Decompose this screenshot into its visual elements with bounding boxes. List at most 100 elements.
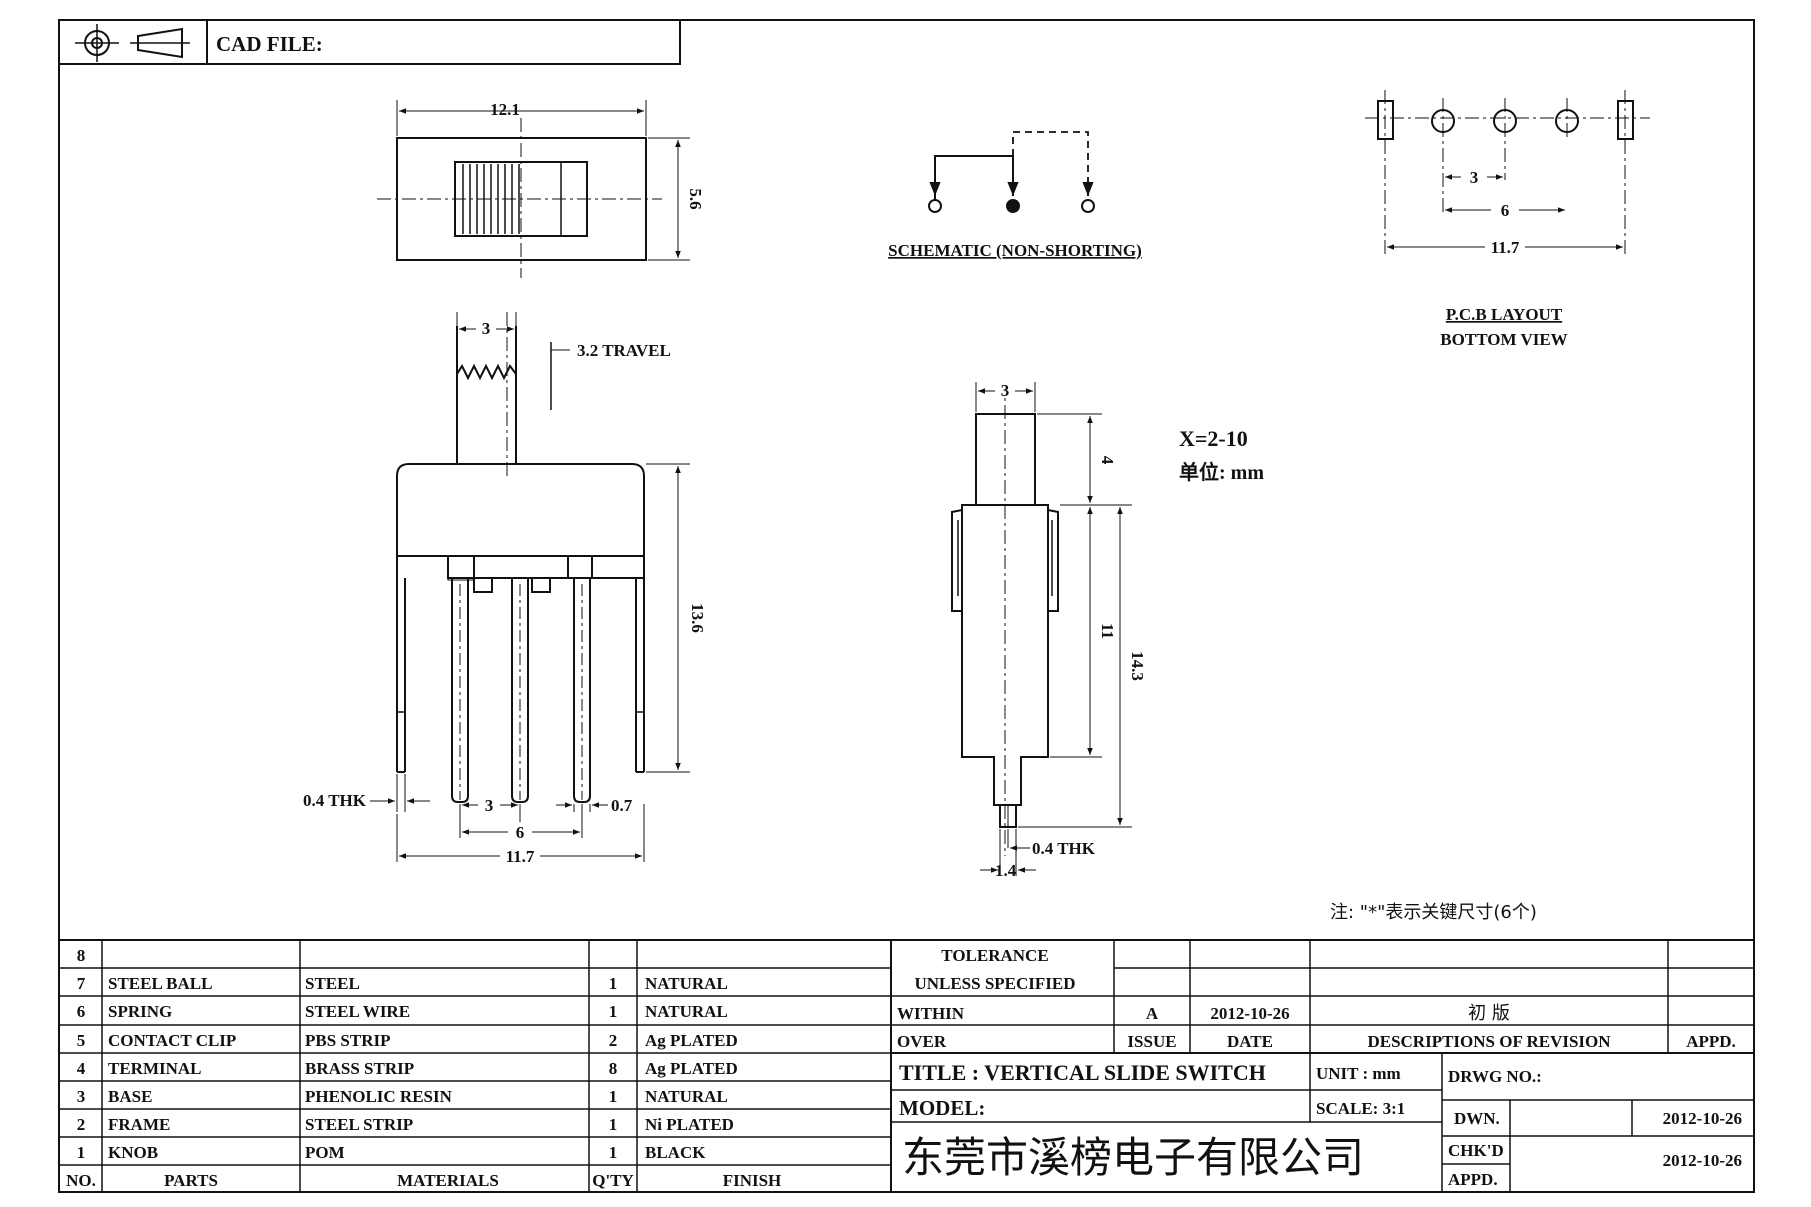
tolerance-over: OVER xyxy=(897,1032,947,1051)
bom-finish: NATURAL xyxy=(645,974,728,993)
bom-row-2: 2 FRAME STEEL STRIP 1 Ni PLATED xyxy=(77,1115,734,1134)
bom-header-finish: FINISH xyxy=(723,1171,782,1190)
schematic-label: SCHEMATIC (NON-SHORTING) xyxy=(888,241,1142,260)
bom-material: BRASS STRIP xyxy=(305,1059,414,1078)
approved-by-label: APPD. xyxy=(1448,1170,1498,1189)
bom-row-6: 6 SPRING STEEL WIRE 1 NATURAL xyxy=(77,1002,728,1021)
model-label: MODEL: xyxy=(899,1096,985,1120)
cad-file-label: CAD FILE: xyxy=(216,32,323,56)
bom-part: STEEL BALL xyxy=(108,974,212,993)
pcb-label: P.C.B LAYOUT xyxy=(1446,305,1563,324)
bom-finish: Ni PLATED xyxy=(645,1115,734,1134)
bom-part: TERMINAL xyxy=(108,1059,202,1078)
dim-pin-width: 0.7 xyxy=(611,796,633,815)
checked-date: 2012-10-26 xyxy=(1663,1151,1742,1170)
travel-label: 3.2 TRAVEL xyxy=(577,341,671,360)
sheet-border xyxy=(58,19,1755,1193)
key-dimension-note: 注: "*"表示关键尺寸(6个) xyxy=(1330,902,1537,923)
bom-header-qty: Q'TY xyxy=(592,1171,634,1190)
dim-side-thk: 0.4 THK xyxy=(1032,839,1096,858)
bom-finish: BLACK xyxy=(645,1143,706,1162)
pcb-dim-3: 3 xyxy=(1470,168,1479,187)
bom-part: CONTACT CLIP xyxy=(108,1031,236,1050)
bom-qty: 1 xyxy=(609,974,618,993)
bom-qty: 1 xyxy=(609,1087,618,1106)
drawing-number-label: DRWG NO.: xyxy=(1448,1067,1542,1086)
tolerance-within: WITHIN xyxy=(897,1004,965,1023)
bom-qty: 8 xyxy=(609,1059,618,1078)
dim-pitch: 3 xyxy=(485,796,494,815)
revision-header-date: DATE xyxy=(1227,1032,1273,1051)
company-name: 东莞市溪榜电子有限公司 xyxy=(902,1133,1364,1182)
x-range-note: X=2-10 xyxy=(1179,426,1248,451)
bom-no: 8 xyxy=(77,946,86,965)
dim-front-total: 11.7 xyxy=(506,847,535,866)
bom-no: 6 xyxy=(77,1002,86,1021)
dim-front-height: 13.6 xyxy=(688,603,707,633)
bom-qty: 1 xyxy=(609,1143,618,1162)
pcb-layout: 3 6 11.7 P.C.B LAYOUT BOTTOM VIEW xyxy=(1365,90,1650,349)
drawn-date: 2012-10-26 xyxy=(1663,1109,1742,1128)
bom-no: 3 xyxy=(77,1087,86,1106)
bom-material: STEEL xyxy=(305,974,360,993)
front-view: 3 3.2 TRAVEL 13.6 0.4 THK 3 0.7 6 xyxy=(303,312,707,866)
bom-row-1: 1 KNOB POM 1 BLACK xyxy=(77,1143,706,1162)
bom-row-3: 3 BASE PHENOLIC RESIN 1 NATURAL xyxy=(77,1087,728,1106)
bom-header-materials: MATERIALS xyxy=(397,1171,499,1190)
bom-header-parts: PARTS xyxy=(164,1171,218,1190)
title-block: TITLE : VERTICAL SLIDE SWITCH UNIT : mm … xyxy=(891,1053,1754,1192)
bom-no: 2 xyxy=(77,1115,86,1134)
revision-header-appd: APPD. xyxy=(1686,1032,1736,1051)
dim-side-pin: 1.4 xyxy=(995,861,1017,880)
revision-desc: 初 版 xyxy=(1468,1003,1510,1024)
checked-by-label: CHK'D xyxy=(1448,1141,1504,1160)
dim-top-height: 5.6 xyxy=(686,188,705,209)
dim-top-width: 12.1 xyxy=(490,100,520,119)
bom-qty: 1 xyxy=(609,1002,618,1021)
bom-qty: 2 xyxy=(609,1031,618,1050)
bom-no: 1 xyxy=(77,1143,86,1162)
bom-no: 7 xyxy=(77,974,86,993)
revision-block: TOLERANCE UNLESS SPECIFIED WITHIN OVER A… xyxy=(891,940,1754,1054)
bom-finish: NATURAL xyxy=(645,1002,728,1021)
pcb-dim-11-7: 11.7 xyxy=(1491,238,1520,257)
bom-material: POM xyxy=(305,1143,345,1162)
dim-front-thk: 0.4 THK xyxy=(303,791,367,810)
dim-side-knob: 4 xyxy=(1098,456,1117,465)
bom-part: SPRING xyxy=(108,1002,172,1021)
top-view: 12.1 5.6 xyxy=(377,100,705,278)
side-view: 3 4 11 14.3 0.4 THK 1.4 xyxy=(951,380,1147,880)
header-box: CAD FILE: xyxy=(58,19,681,65)
bom-header-no: NO. xyxy=(66,1171,96,1190)
drawn-by-label: DWN. xyxy=(1454,1109,1500,1128)
pcb-sublabel: BOTTOM VIEW xyxy=(1440,330,1567,349)
dim-span: 6 xyxy=(516,823,525,842)
bom-row-7: 7 STEEL BALL STEEL 1 NATURAL xyxy=(77,974,728,993)
terminal-left xyxy=(928,199,942,213)
schematic: SCHEMATIC (NON-SHORTING) xyxy=(888,131,1142,260)
bom-qty: 1 xyxy=(609,1115,618,1134)
revision-issue: A xyxy=(1146,1004,1159,1023)
terminal-right xyxy=(1081,199,1095,213)
tolerance-title: TOLERANCE xyxy=(941,946,1048,965)
terminal-common xyxy=(1006,199,1020,213)
bom-header-row: NO. PARTS MATERIALS Q'TY FINISH xyxy=(66,1171,781,1190)
bom-part: KNOB xyxy=(108,1143,158,1162)
bom-finish: Ag PLATED xyxy=(645,1031,738,1050)
revision-date: 2012-10-26 xyxy=(1210,1004,1289,1023)
bom-row-5: 5 CONTACT CLIP PBS STRIP 2 Ag PLATED xyxy=(77,1031,738,1050)
third-angle-projection-icon xyxy=(75,24,190,62)
bom-row-4: 4 TERMINAL BRASS STRIP 8 Ag PLATED xyxy=(77,1059,738,1078)
unit-note: 单位: mm xyxy=(1179,460,1264,484)
drawing-title: TITLE : VERTICAL SLIDE SWITCH xyxy=(899,1060,1266,1085)
unit-field: UNIT : mm xyxy=(1316,1064,1401,1083)
bom-part: FRAME xyxy=(108,1115,170,1134)
revision-header-issue: ISSUE xyxy=(1127,1032,1176,1051)
dim-side-top: 3 xyxy=(1001,381,1010,400)
scale-field: SCALE: 3:1 xyxy=(1316,1099,1405,1118)
bom-material: STEEL WIRE xyxy=(305,1002,410,1021)
bom-finish: Ag PLATED xyxy=(645,1059,738,1078)
tolerance-subtitle: UNLESS SPECIFIED xyxy=(914,974,1075,993)
bom-no: 5 xyxy=(77,1031,86,1050)
